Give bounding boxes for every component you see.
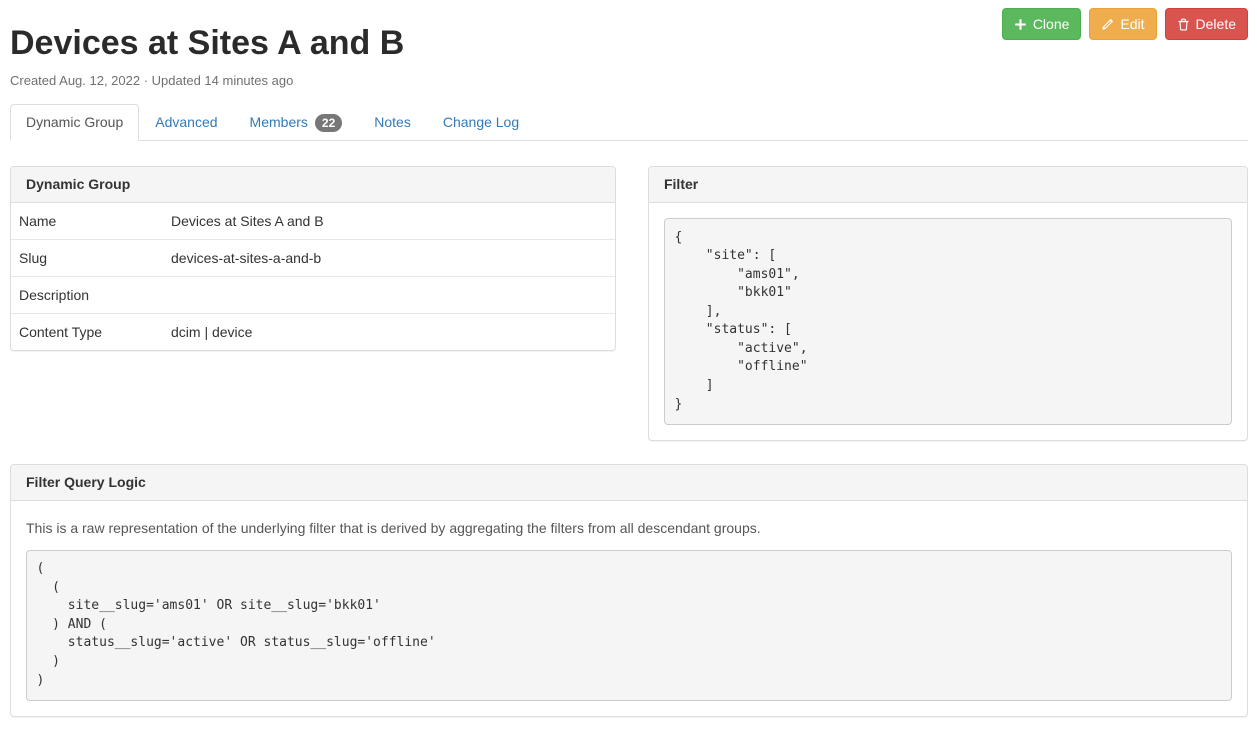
filter-panel-body: { "site": [ "ams01", "bkk01" ], "status"… [649, 203, 1247, 440]
row-label: Content Type [11, 313, 163, 350]
edit-button[interactable]: Edit [1089, 8, 1157, 40]
table-row: Name Devices at Sites A and B [11, 203, 615, 240]
page-container: Clone Edit Delete Devices at Sites A and… [10, 8, 1248, 717]
page-meta: Created Aug. 12, 2022 · Updated 14 minut… [10, 73, 294, 88]
panels-row: Dynamic Group Name Devices at Sites A an… [10, 166, 1248, 441]
filter-query-logic-body: This is a raw representation of the unde… [11, 501, 1247, 716]
filter-panel-title: Filter [648, 167, 1247, 203]
filter-query-logic-code: ( ( site__slug='ams01' OR site__slug='bk… [26, 549, 1232, 701]
plus-icon [1014, 18, 1027, 31]
dynamic-group-panel: Dynamic Group Name Devices at Sites A an… [10, 166, 616, 351]
members-count-badge: 22 [314, 113, 343, 132]
tab-notes[interactable]: Notes [358, 104, 427, 141]
page-title: Devices at Sites A and B [10, 24, 405, 62]
row-value: devices-at-sites-a-and-b [163, 239, 615, 277]
tab-advanced-label: Advanced [155, 114, 218, 130]
filter-query-logic-panel: Filter Query Logic This is a raw represe… [10, 463, 1248, 717]
clone-button[interactable]: Clone [1001, 8, 1082, 40]
row-value [163, 276, 615, 314]
tab-notes-label: Notes [374, 114, 411, 130]
filter-query-logic-title: Filter Query Logic [11, 464, 1247, 501]
trash-icon [1177, 18, 1190, 31]
dynamic-group-panel-title: Dynamic Group [11, 167, 615, 203]
tab-change-log[interactable]: Change Log [427, 104, 535, 141]
table-row: Description [11, 276, 615, 314]
filter-panel: Filter { "site": [ "ams01", "bkk01" ], "… [647, 166, 1248, 441]
row-label: Name [19, 213, 57, 229]
tab-advanced[interactable]: Advanced [139, 104, 233, 141]
table-row: Content Type dcim | device [11, 313, 615, 350]
row-value: Devices at Sites A and B [171, 213, 324, 229]
table-row: Slug devices-at-sites-a-and-b [11, 239, 615, 277]
filter-json-code: { "site": [ "ams01", "bkk01" ], "status"… [663, 218, 1232, 425]
clone-button-label: Clone [1032, 16, 1070, 32]
tab-members-label: Members [249, 114, 308, 130]
tab-dynamic-group[interactable]: Dynamic Group [10, 104, 140, 141]
row-label: Description [11, 276, 163, 314]
tab-change-log-label: Change Log [442, 114, 520, 130]
tab-dynamic-group-label: Dynamic Group [26, 114, 124, 130]
action-buttons: Clone Edit Delete [1001, 8, 1248, 40]
row-label: Slug [11, 239, 163, 277]
delete-button[interactable]: Delete [1164, 8, 1248, 40]
row-value: dcim | device [163, 313, 615, 350]
tab-members[interactable]: Members 22 [234, 104, 359, 141]
filter-query-logic-description: This is a raw representation of the unde… [26, 519, 761, 536]
pencil-icon [1101, 18, 1114, 31]
delete-button-label: Delete [1195, 16, 1236, 32]
tab-bar: Dynamic Group Advanced Members 22 Notes … [10, 104, 1248, 141]
edit-button-label: Edit [1120, 16, 1145, 32]
dynamic-group-table: Name Devices at Sites A and B Slug devic… [11, 203, 615, 350]
